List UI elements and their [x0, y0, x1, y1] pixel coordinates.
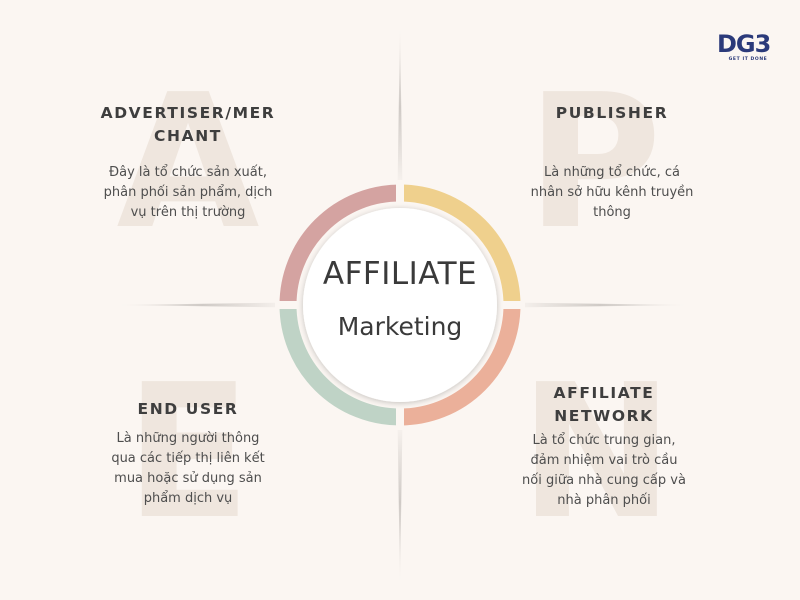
- end-user-desc-line: qua các tiếp thị liên kết: [111, 451, 265, 466]
- divider-top: [397, 25, 403, 190]
- end-user-desc-line: mua hoặc sử dụng sản: [114, 471, 262, 486]
- end-user-desc-line: phẩm dịch vụ: [143, 491, 233, 506]
- ring-segment-network: [399, 304, 521, 426]
- publisher-description: Là những tổ chức, cá nhân sở hữu kênh tr…: [502, 163, 722, 223]
- quadrant-advertiser: ADVERTISER/MER CHANT Đây là tổ chức sản …: [78, 102, 298, 223]
- quadrant-network: AFFILIATE NETWORK Là tổ chức trung gian,…: [494, 382, 714, 511]
- advertiser-desc-line: Đây là tổ chức sản xuất,: [109, 165, 267, 180]
- ring-segment-end-user: [279, 304, 401, 426]
- network-title-line-1: AFFILIATE: [553, 384, 655, 402]
- bg-letter-a: A: [116, 54, 260, 270]
- end-user-description: Là những người thông qua các tiếp thị li…: [78, 429, 298, 509]
- end-user-desc-line: Là những người thông: [116, 431, 260, 446]
- advertiser-title-line-2: CHANT: [154, 127, 222, 145]
- advertiser-desc-line: vụ trên thị trường: [130, 205, 246, 220]
- publisher-title: PUBLISHER: [555, 104, 669, 122]
- center-subtitle: Marketing: [337, 312, 463, 341]
- bg-letter-p: P: [526, 54, 662, 270]
- bg-letter-n: N: [519, 344, 674, 560]
- network-title: AFFILIATE NETWORK: [494, 382, 714, 428]
- network-description: Là tổ chức trung gian, đảm nhiệm vai trò…: [494, 431, 714, 511]
- network-desc-line: đảm nhiệm vai trò cầu: [530, 453, 678, 468]
- divider-right: [510, 302, 690, 308]
- brand-logo: DG3: [717, 30, 771, 58]
- publisher-desc-line: nhân sở hữu kênh truyền: [530, 185, 694, 200]
- center-circle: [303, 208, 497, 402]
- quadrant-publisher: PUBLISHER Là những tổ chức, cá nhân sở h…: [502, 102, 722, 223]
- network-title-line-2: NETWORK: [554, 407, 654, 425]
- brand-logo-mark: DG3: [717, 30, 770, 58]
- advertiser-title: ADVERTISER/MER CHANT: [78, 102, 298, 148]
- network-desc-line: Là tổ chức trung gian,: [532, 433, 676, 448]
- center-title: AFFILIATE: [322, 256, 478, 292]
- bg-letter-e: E: [124, 344, 252, 560]
- ring-segment-publisher: [399, 184, 521, 306]
- advertiser-title-line-1: ADVERTISER/MER: [100, 104, 276, 122]
- brand-tagline: GET IT DONE: [728, 57, 768, 62]
- publisher-desc-line: Là những tổ chức, cá: [543, 165, 681, 180]
- ring-segment-advertiser: [279, 184, 401, 306]
- network-desc-line: nhà phân phối: [557, 493, 651, 508]
- quadrant-end-user: END USER Là những người thông qua các ti…: [78, 398, 298, 509]
- divider-left: [115, 302, 290, 308]
- end-user-title: END USER: [137, 400, 239, 418]
- publisher-desc-line: thông: [593, 205, 631, 220]
- advertiser-description: Đây là tổ chức sản xuất, phân phối sản p…: [78, 163, 298, 223]
- advertiser-desc-line: phân phối sản phẩm, dịch: [103, 185, 273, 200]
- network-desc-line: nối giữa nhà cung cấp và: [522, 473, 686, 488]
- divider-bottom: [397, 420, 403, 585]
